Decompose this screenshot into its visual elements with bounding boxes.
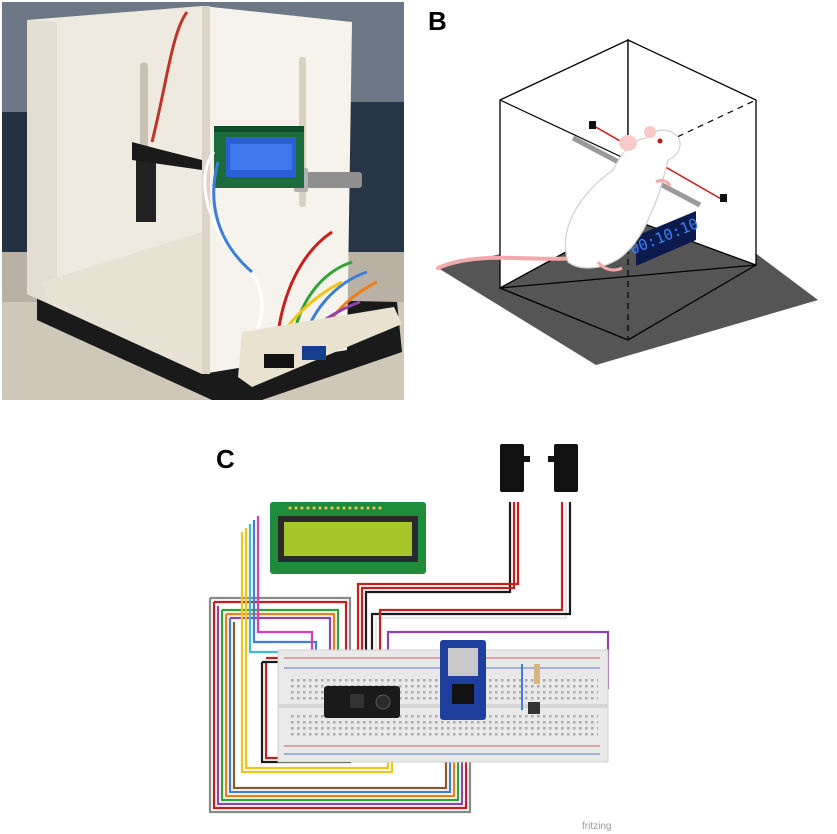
wiring-diagram [200,432,630,834]
microcontroller-board [324,686,400,718]
lcd-module [270,502,426,574]
resistor [534,664,540,684]
apparatus-photo [2,2,404,400]
beam-sensor-right [720,194,727,202]
beam-emitter-left [589,121,596,129]
cage-schematic: 00:10:10 [418,0,837,405]
panel-label-b: B [428,6,447,36]
ir-sensor-right [548,444,578,492]
fritzing-watermark: fritzing [582,821,612,832]
mouse-illustration [436,126,681,272]
push-button [528,702,540,714]
ir-sensor-left [500,444,530,492]
sd-card-module [440,640,486,720]
panel-label-c: C [216,444,235,474]
